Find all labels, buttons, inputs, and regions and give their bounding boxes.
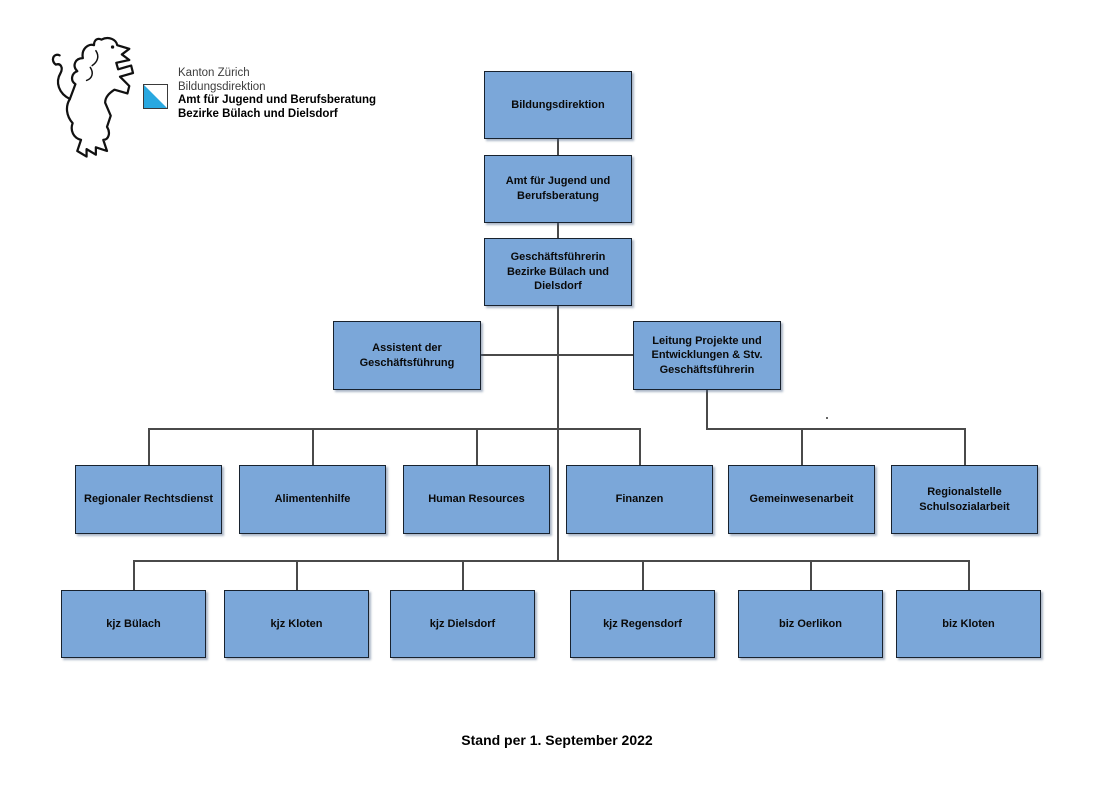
connector-line	[462, 560, 464, 590]
node-human-resources: Human Resources	[403, 465, 550, 534]
connector-line	[964, 428, 966, 465]
connector-line	[968, 560, 970, 590]
logo-text-line: Bezirke Bülach und Dielsdorf	[178, 107, 338, 120]
connector-line	[642, 560, 644, 590]
connector-line	[810, 560, 812, 590]
zurich-flag-icon	[143, 84, 168, 109]
connector-line	[133, 560, 969, 562]
connector-line	[481, 354, 633, 356]
connector-line	[557, 223, 559, 238]
node-kjz-buelach: kjz Bülach	[61, 590, 206, 658]
node-kjz-regensdorf: kjz Regensdorf	[570, 590, 715, 658]
node-geschaeftsfuehrerin: Geschäftsführerin Bezirke Bülach und Die…	[484, 238, 632, 306]
connector-line	[476, 428, 478, 465]
node-regionalstelle-schulsozialarbeit: Regionalstelle Schulsozialarbeit	[891, 465, 1038, 534]
connector-line	[133, 560, 135, 590]
connector-line	[148, 428, 150, 465]
node-leitung-projekte: Leitung Projekte und Entwicklungen & Stv…	[633, 321, 781, 390]
logo-text-line: Bildungsdirektion	[178, 80, 266, 93]
logo-text-block: Kanton Zürich Bildungsdirektion Amt für …	[178, 67, 376, 121]
node-amt-fuer-jugend-und-berufsberatung: Amt für Jugend und Berufsberatung	[484, 155, 632, 223]
connector-line	[296, 560, 298, 590]
stray-dot	[826, 417, 828, 419]
connector-line	[706, 390, 708, 429]
connector-line	[557, 139, 559, 155]
connector-line	[801, 428, 803, 465]
node-biz-kloten: biz Kloten	[896, 590, 1041, 658]
node-biz-oerlikon: biz Oerlikon	[738, 590, 883, 658]
connector-line	[639, 428, 641, 465]
node-regionaler-rechtsdienst: Regionaler Rechtsdienst	[75, 465, 222, 534]
node-kjz-dielsdorf: kjz Dielsdorf	[390, 590, 535, 658]
node-finanzen: Finanzen	[566, 465, 713, 534]
connector-line	[148, 428, 640, 430]
node-assistent-der-geschaeftsfuehrung: Assistent der Geschäftsführung	[333, 321, 481, 390]
logo-text-line: Kanton Zürich	[178, 67, 250, 79]
connector-line	[706, 428, 965, 430]
node-gemeinwesenarbeit: Gemeinwesenarbeit	[728, 465, 875, 534]
logo-text-line: Amt für Jugend und Berufsberatung	[178, 94, 377, 106]
connector-line	[312, 428, 314, 465]
connector-line	[557, 306, 559, 561]
zurich-lion-icon	[51, 36, 135, 158]
node-kjz-kloten: kjz Kloten	[224, 590, 369, 658]
node-alimentenhilfe: Alimentenhilfe	[239, 465, 386, 534]
node-bildungsdirektion: Bildungsdirektion	[484, 71, 632, 139]
status-date: Stand per 1. September 2022	[461, 732, 653, 748]
